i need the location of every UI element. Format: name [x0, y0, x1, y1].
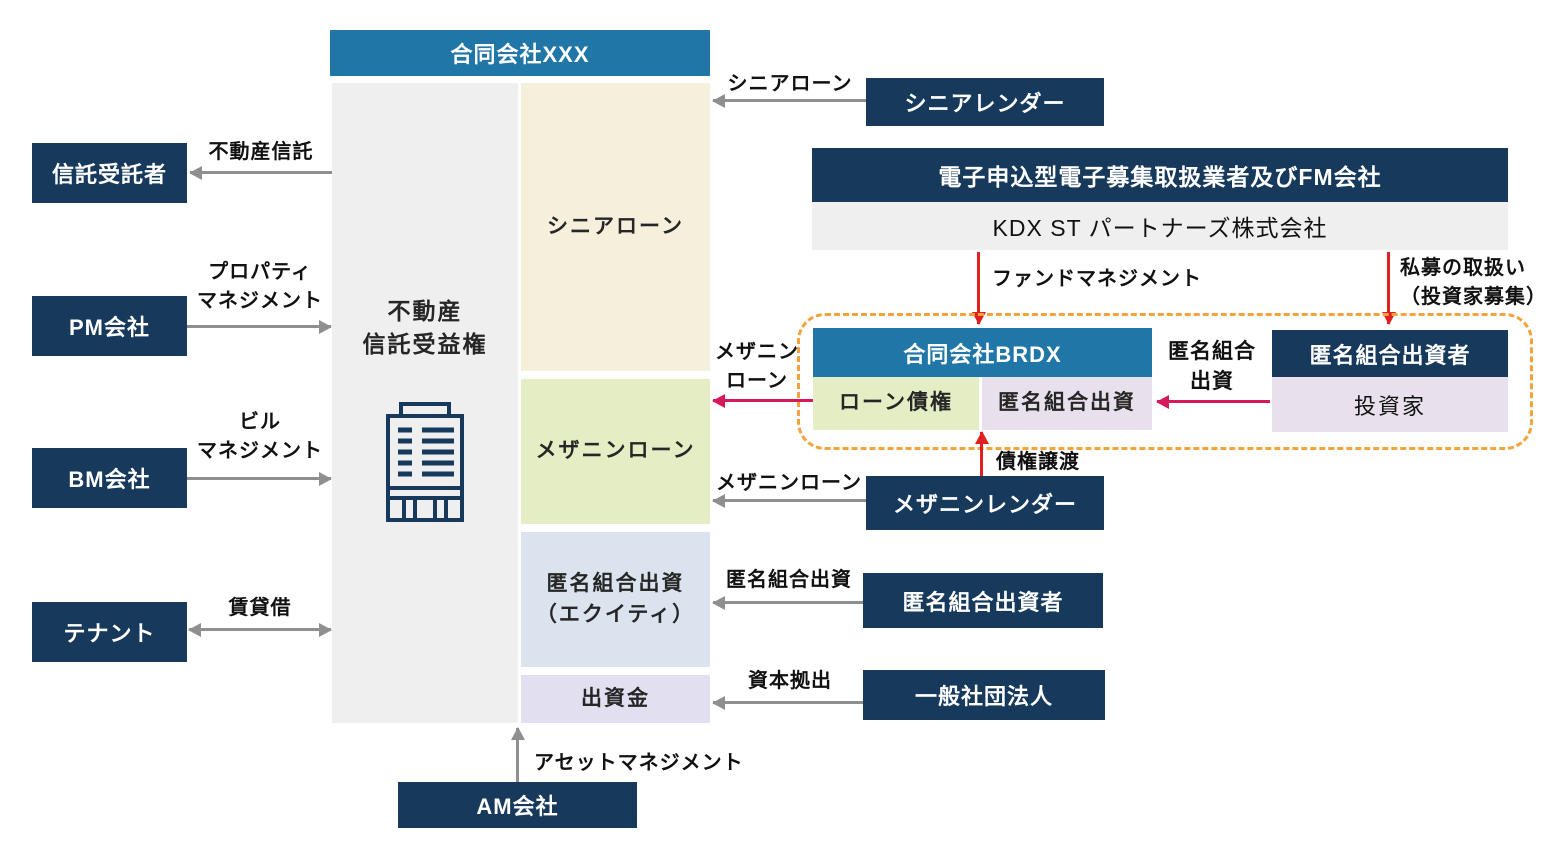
capital-contribution-arrow-label: 資本拠出	[748, 670, 832, 692]
section-senior-loan-label: シニアローン	[547, 214, 684, 238]
tk-investor-group-header: 匿名組合出資者	[1272, 330, 1508, 377]
capital-contribution-arrow	[713, 701, 863, 704]
asset-label: 不動産 信託受益権	[362, 298, 488, 358]
bm-company-label: BM会社	[68, 467, 151, 492]
investor-body: 投資家	[1272, 377, 1508, 432]
spv-header: 合同会社XXX	[330, 30, 710, 76]
lease-arrow-label: 賃貸借	[228, 597, 292, 619]
pm-company-box: PM会社	[32, 296, 187, 356]
section-mezzanine-loan: メザニンローン	[521, 379, 710, 524]
tenant-box: テナント	[32, 602, 187, 662]
trust-arrow-label: 不動産信託	[208, 141, 314, 163]
fund-management-arrow	[977, 252, 980, 324]
fm-company-name: KDX ST パートナーズ株式会社	[812, 202, 1508, 250]
private-placement-arrow	[1387, 252, 1390, 324]
bm-company-box: BM会社	[32, 448, 187, 508]
mezzanine-lender-box: メザニンレンダー	[866, 476, 1104, 530]
brdx-title: 合同会社BRDX	[903, 341, 1062, 367]
mezzanine-lender-label: メザニンレンダー	[892, 492, 1077, 517]
general-association-label: 一般社団法人	[914, 684, 1053, 709]
brdx-investor-dashed-group	[797, 313, 1533, 450]
section-capital-label: 出資金	[581, 686, 650, 710]
mezzanine-loan-brdx-arrow-label: メザニン ローン	[715, 341, 799, 392]
debt-assignment-arrow	[980, 432, 983, 476]
section-tk-equity-label: 匿名組合出資 （エクイティ）	[535, 572, 696, 626]
brdx-tk-investment-box: 匿名組合出資	[982, 377, 1152, 430]
investor-body-label: 投資家	[1353, 393, 1426, 419]
senior-lender-box: シニアレンダー	[866, 78, 1104, 126]
asset-management-label: アセットマネジメント	[534, 752, 744, 774]
tk-investor-group-title: 匿名組合出資者	[1309, 342, 1471, 368]
property-management-arrow	[187, 325, 331, 328]
fund-management-label: ファンドマネジメント	[992, 268, 1202, 290]
fm-company-name-label: KDX ST パートナーズ株式会社	[992, 215, 1328, 241]
trust-arrow	[190, 171, 332, 174]
tk-investor-label: 匿名組合出資者	[902, 589, 1064, 615]
tk-investment-bottom-arrow	[713, 601, 863, 604]
tenant-label: テナント	[63, 621, 156, 646]
trustee-label: 信託受託者	[51, 162, 167, 187]
trustee-box: 信託受託者	[32, 143, 187, 203]
tk-investor-box: 匿名組合出資者	[863, 573, 1103, 628]
spv-asset-panel: 不動産 信託受益権	[332, 83, 518, 723]
building-icon	[386, 402, 464, 522]
tk-investment-bottom-arrow-label: 匿名組合出資	[726, 569, 852, 591]
am-company-label: AM会社	[476, 794, 559, 819]
senior-lender-label: シニアレンダー	[904, 91, 1066, 116]
fm-company-header-label: 電子申込型電子募集取扱業者及びFM会社	[938, 164, 1382, 190]
fm-company-header: 電子申込型電子募集取扱業者及びFM会社	[812, 148, 1508, 202]
brdx-loan-claim-label: ローン債権	[839, 391, 953, 415]
lease-arrow	[189, 628, 331, 631]
section-senior-loan: シニアローン	[521, 83, 710, 371]
building-management-arrow-label: ビル マネジメント	[197, 411, 323, 462]
brdx-tk-investment-label: 匿名組合出資	[998, 391, 1136, 415]
mezzanine-loan-arrow	[713, 499, 866, 502]
pm-company-label: PM会社	[68, 315, 150, 340]
section-capital: 出資金	[521, 675, 710, 723]
property-management-arrow-label: プロパティ マネジメント	[197, 261, 323, 312]
section-mezzanine-loan-label: メザニンローン	[535, 439, 696, 463]
private-placement-label: 私募の取扱い （投資家募集）	[1400, 257, 1547, 308]
mezzanine-loan-brdx-arrow	[713, 399, 813, 402]
brdx-loan-claim-box: ローン債権	[813, 377, 979, 430]
debt-assignment-label: 債権譲渡	[996, 451, 1080, 473]
senior-loan-arrow-label: シニアローン	[727, 73, 853, 95]
tk-investment-arrow-label: 匿名組合 出資	[1168, 340, 1256, 394]
spv-title: 合同会社XXX	[450, 42, 590, 67]
asset-management-arrow	[516, 728, 519, 782]
mezzanine-loan-arrow-label: メザニンローン	[716, 472, 862, 494]
building-management-arrow	[187, 477, 331, 480]
brdx-header: 合同会社BRDX	[813, 328, 1152, 377]
senior-loan-arrow	[713, 99, 866, 102]
am-company-box: AM会社	[398, 782, 637, 828]
general-association-box: 一般社団法人	[863, 670, 1105, 720]
tk-investment-arrow	[1157, 400, 1270, 403]
section-tk-equity: 匿名組合出資 （エクイティ）	[521, 532, 710, 667]
